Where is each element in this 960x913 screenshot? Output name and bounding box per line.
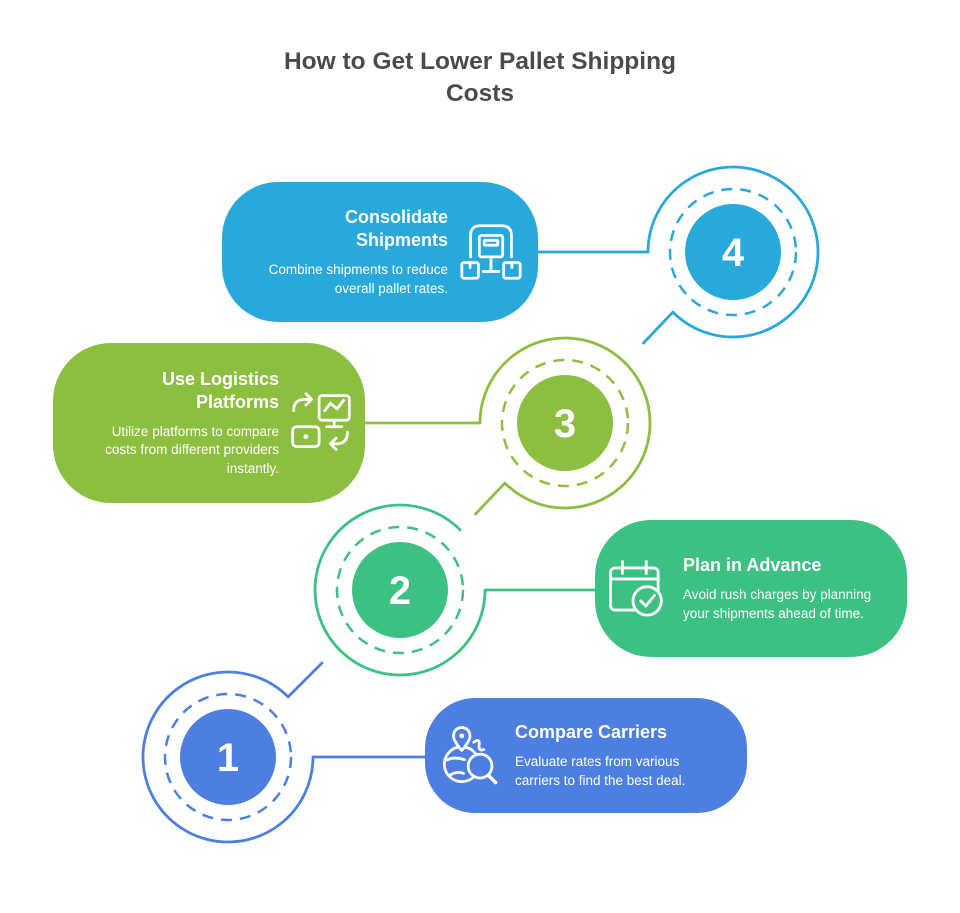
step-number: 2 — [389, 569, 411, 613]
step-4-solid-circle — [685, 204, 781, 300]
step-number: 1 — [217, 736, 239, 780]
step-1-dashed-circle — [163, 692, 293, 822]
step-2-dashed-circle — [335, 525, 465, 655]
step-2-solid-circle — [352, 542, 448, 638]
step-description: Utilize platforms to compare costs from … — [105, 423, 279, 476]
step-number: 3 — [554, 402, 576, 446]
step-card-consolidate-shipments: Consolidate Shipments Combine shipments … — [222, 182, 538, 322]
step-title: Compare Carriers — [515, 721, 668, 742]
step-ring-2: 2 — [313, 503, 597, 677]
step-description: Combine shipments to reduce overall pall… — [268, 261, 448, 296]
step-title: Plan in Advance — [683, 554, 822, 575]
step-ring-1: 1 — [141, 661, 427, 844]
step-2-connector-ring — [313, 503, 597, 677]
calendar-check-icon — [605, 556, 671, 622]
step-1-connector-ring — [141, 661, 427, 844]
step-3-dashed-circle — [500, 358, 630, 488]
step-3-connector-ring — [363, 336, 652, 516]
step-ring-4: 4 — [536, 165, 820, 345]
step-description: Evaluate rates from various carriers to … — [515, 753, 686, 788]
warehouse-boxes-icon — [456, 217, 526, 287]
page-title: How to Get Lower Pallet Shipping Costs — [0, 46, 960, 110]
step-card-plan-in-advance: Plan in Advance Avoid rush charges by pl… — [595, 520, 907, 657]
step-title: Use Logistics Platforms — [161, 368, 279, 412]
step-1-solid-circle — [180, 709, 276, 805]
step-title: Consolidate Shipments — [344, 206, 448, 250]
step-ring-3: 3 — [363, 336, 652, 516]
page-title-text: How to Get Lower Pallet Shipping Costs — [283, 48, 676, 107]
step-card-use-logistics-platforms: Use Logistics Platforms Utilize platform… — [53, 343, 365, 503]
step-card-compare-carriers: Compare Carriers Evaluate rates from var… — [425, 698, 747, 813]
step-4-dashed-circle — [668, 187, 798, 317]
platform-sync-icon — [287, 389, 355, 457]
globe-search-icon — [437, 720, 503, 792]
step-number: 4 — [722, 231, 745, 275]
step-3-solid-circle — [517, 375, 613, 471]
step-4-connector-ring — [536, 165, 820, 345]
step-description: Avoid rush charges by planning your ship… — [683, 586, 872, 621]
